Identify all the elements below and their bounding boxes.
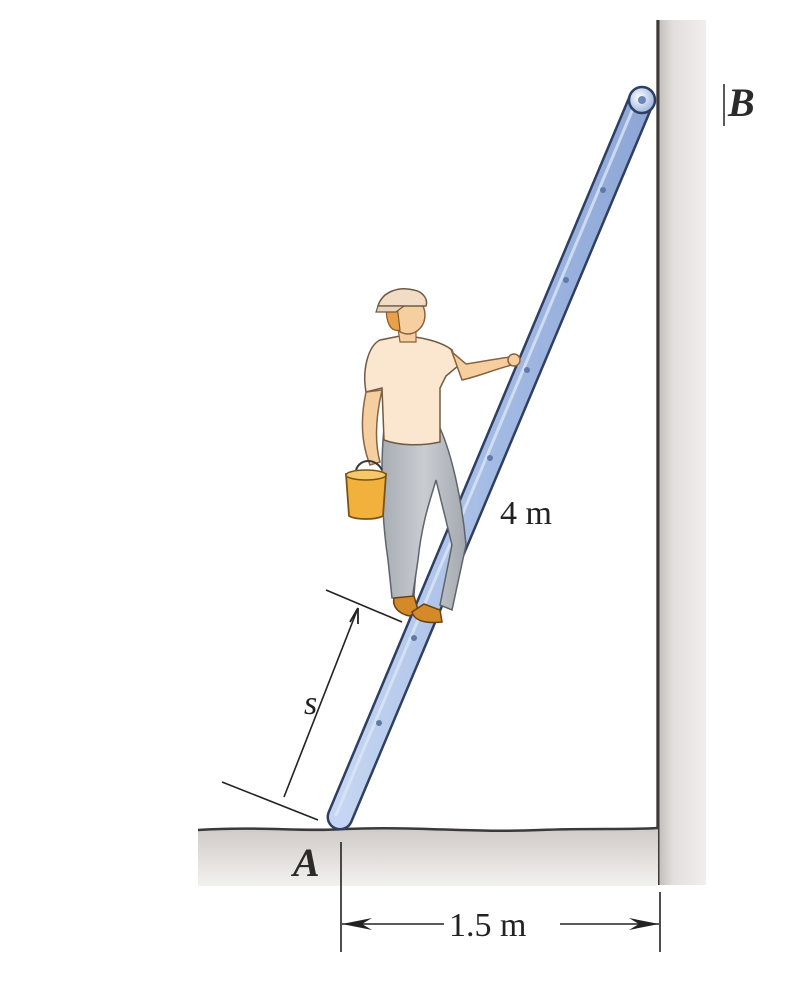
wall (656, 20, 706, 885)
ground (197, 826, 659, 886)
base-distance-label: 1.5 m (449, 907, 526, 944)
point-b-label: B (727, 80, 755, 125)
dimension-base (340, 842, 661, 952)
point-a-label: A (290, 840, 320, 885)
person-icon (361, 288, 521, 624)
paint-bucket-icon (345, 460, 387, 520)
ladder-length-label: 4 m (500, 495, 552, 532)
ladder (326, 87, 655, 831)
distance-s-label: s (304, 685, 317, 722)
wall-roller-icon (627, 85, 657, 115)
dimension-s (221, 589, 403, 821)
ladder-rivets (376, 187, 606, 726)
